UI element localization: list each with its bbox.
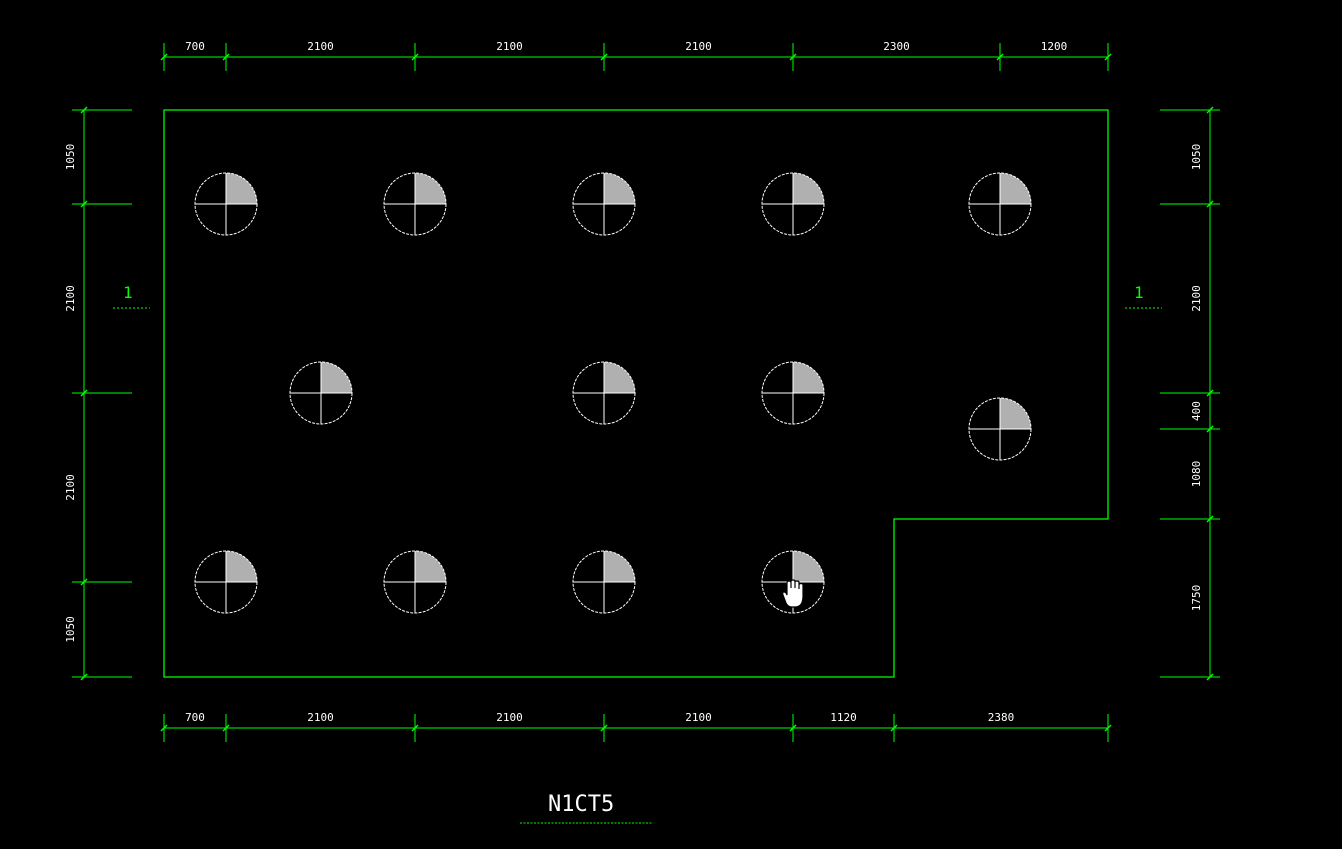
drawing-title: N1CT5 [548,792,614,817]
section-marker-left-label: 1 [123,283,133,302]
pile-7[interactable] [572,361,636,425]
section-marker-right: 1 [1125,283,1162,309]
dimension-right-label: 1050 [1190,144,1203,171]
dimension-bottom-label: 2100 [307,711,334,724]
pile-1[interactable] [194,172,258,236]
pile-8[interactable] [761,361,825,425]
slab-outline [163,109,1109,678]
dimension-left-label: 2100 [64,285,77,312]
pile-10[interactable] [194,550,258,614]
dimension-top-label: 2100 [685,40,712,53]
dimension-right-label: 1750 [1190,585,1203,612]
dimension-bottom-label: 2100 [685,711,712,724]
section-marker-right-label: 1 [1134,283,1144,302]
pile-5[interactable] [968,172,1032,236]
pile-layer [194,172,1032,614]
dimension-top-label: 2100 [307,40,334,53]
dimension-right-label: 2100 [1190,285,1203,312]
dimension-left: 1050 2100 2100 1050 [64,106,132,681]
dimension-left-label: 1050 [64,616,77,643]
dimension-top-label: 1200 [1041,40,1068,53]
dimension-left-label: 1050 [64,144,77,171]
section-marker-left: 1 [113,283,150,309]
pile-12[interactable] [572,550,636,614]
hand-cursor-icon [782,579,804,608]
dimension-bottom-label: 1120 [830,711,857,724]
dimension-right-label: 400 [1190,401,1203,421]
pile-4[interactable] [761,172,825,236]
dimension-bottom-label: 700 [185,711,205,724]
dimension-top: 700 2100 2100 2100 2300 1200 [160,40,1112,71]
dimension-right-label: 1080 [1190,461,1203,488]
dimension-right: 1050 2100 400 1080 1750 [1160,106,1220,681]
dimension-bottom-label: 2100 [496,711,523,724]
dimension-bottom: 700 2100 2100 2100 1120 2380 [160,711,1112,742]
dimension-top-label: 2300 [883,40,910,53]
dimension-bottom-label: 2380 [988,711,1015,724]
pile-2[interactable] [383,172,447,236]
dimension-top-label: 2100 [496,40,523,53]
pile-6[interactable] [289,361,353,425]
pile-11[interactable] [383,550,447,614]
pile-9[interactable] [968,397,1032,461]
dimension-left-label: 2100 [64,474,77,501]
pile-3[interactable] [572,172,636,236]
dimension-top-label: 700 [185,40,205,53]
